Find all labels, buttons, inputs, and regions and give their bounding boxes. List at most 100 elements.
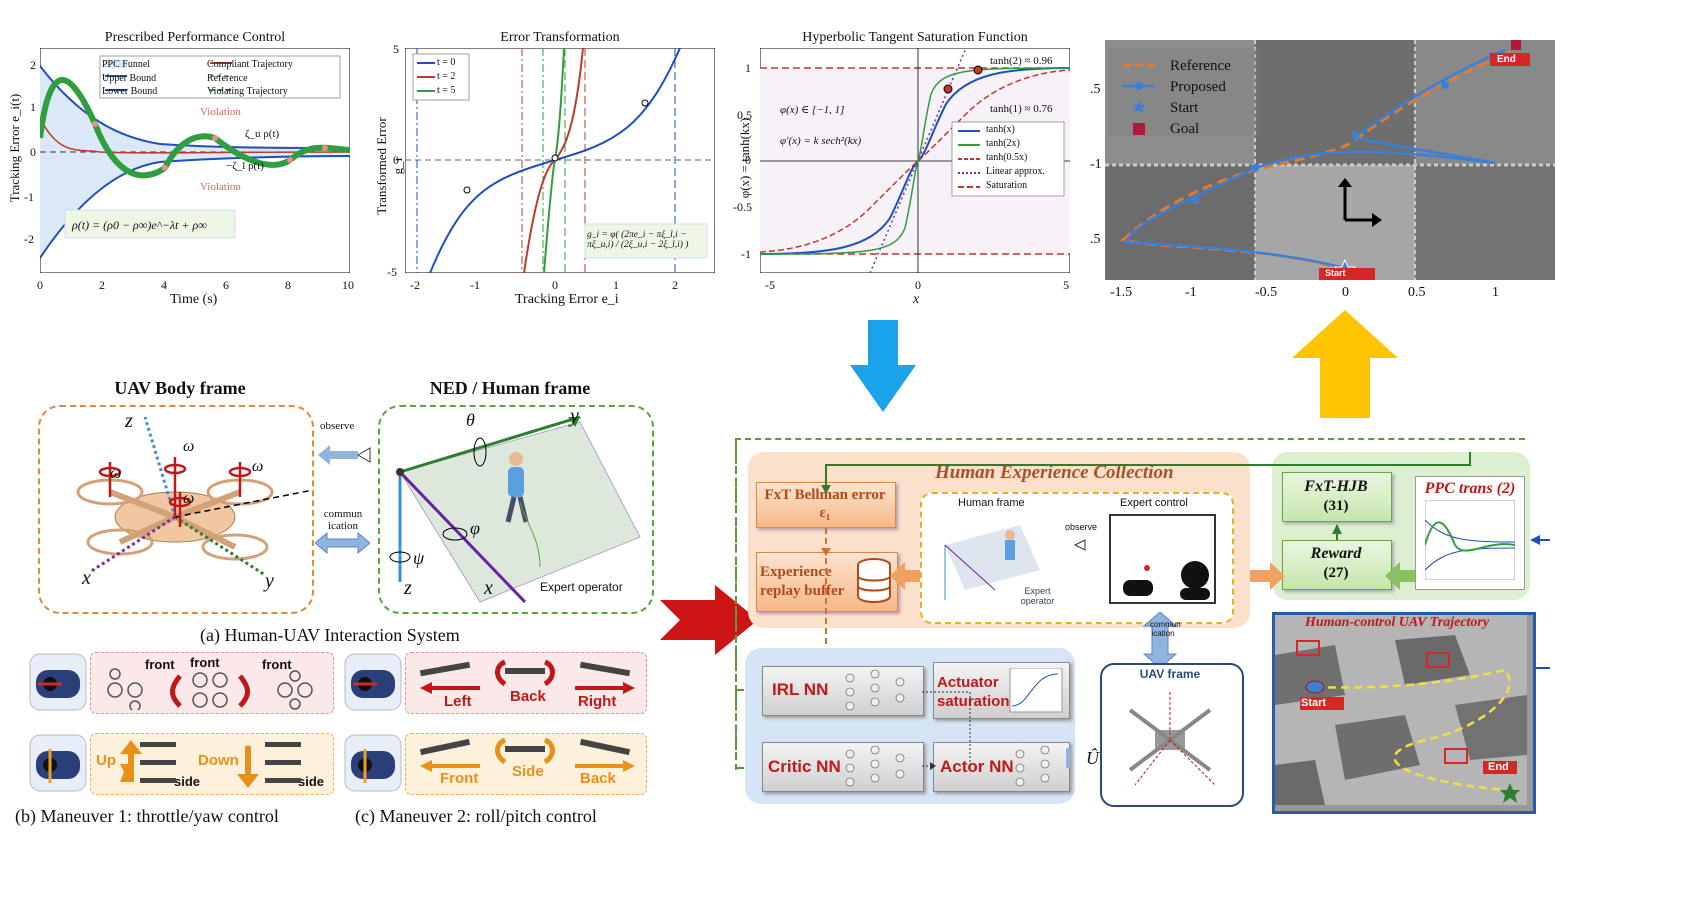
irl-nn-box[interactable] bbox=[762, 666, 924, 716]
et-xtick-4: 2 bbox=[672, 278, 678, 292]
ppc-trans-thumbnail bbox=[1425, 500, 1515, 580]
traj-xtick-5: 1 bbox=[1492, 285, 1499, 300]
reward-box[interactable] bbox=[1282, 540, 1392, 590]
ned-phi-label: φ bbox=[470, 518, 480, 538]
hui-communication-label: commun ication bbox=[323, 508, 363, 532]
traj-end-label: End bbox=[1497, 54, 1516, 65]
maneuver1-throttle-drones bbox=[120, 740, 301, 788]
maneuver2-roll-drones bbox=[419, 659, 635, 694]
traj-legend-proposed: Proposed bbox=[1170, 79, 1226, 95]
ppc-violation-point-4 bbox=[287, 157, 293, 163]
tanh-annot-2: tanh(2) ≈ 0.96 bbox=[990, 55, 1053, 67]
ppc-legend-upper: Upper Bound bbox=[102, 72, 157, 84]
ppc-xlabel: Time (s) bbox=[170, 292, 218, 307]
ppc-legend-lower: Lower Bound bbox=[102, 86, 158, 97]
tanh-text-range: φ(x) ∈ [−1, 1] bbox=[780, 104, 845, 116]
tanh-xtick-0: -5 bbox=[765, 278, 775, 292]
ppc-trans-label: PPC trans (2) bbox=[1424, 480, 1516, 497]
ppc-ylabel: Tracking Error e_i(t) bbox=[7, 93, 22, 203]
ppc-violation-point-2 bbox=[162, 165, 168, 171]
ned-xn-label: x bbox=[484, 577, 493, 599]
maneuver2-back: Back bbox=[510, 688, 546, 705]
maneuver2-back2: Back bbox=[580, 770, 616, 787]
ppc-violation-point-1 bbox=[92, 121, 98, 127]
uav-zb-label: z bbox=[125, 410, 133, 432]
gamepad-icon-2[interactable] bbox=[28, 733, 88, 793]
actuator-saturation-label: Actuator saturation bbox=[937, 674, 1010, 710]
uav-body-frame-box bbox=[38, 405, 314, 614]
maneuver2-pitch-drones bbox=[419, 737, 635, 772]
et-xtick-1: -1 bbox=[470, 278, 480, 292]
traj-ytick-1: -1 bbox=[1090, 157, 1102, 172]
traj-ytick-2: .5 bbox=[1090, 232, 1101, 247]
traj-ytick-0: .5 bbox=[1090, 82, 1101, 97]
tanh-ytick-3: -0.5 bbox=[733, 200, 752, 214]
tanh-curve-05x bbox=[760, 69, 1070, 253]
ppc-compliant-trajectory bbox=[40, 117, 350, 154]
human-frame-label: Human frame bbox=[958, 497, 1025, 509]
communication-double-arrow-icon bbox=[315, 532, 370, 554]
maneuver2-right: Right bbox=[578, 693, 617, 710]
ppc-legend-violating: Violating Trajectory bbox=[207, 86, 288, 97]
ppc-violation-point-3 bbox=[212, 135, 218, 141]
ppc-upper-bound bbox=[40, 65, 350, 149]
critic-nn-box[interactable] bbox=[762, 742, 924, 792]
maneuver2-side: Side bbox=[512, 763, 544, 780]
ppc-ytick-2: 0 bbox=[30, 145, 36, 159]
et-ytick-2: -5 bbox=[387, 265, 397, 279]
ppc-annot-violation-2: Violation bbox=[200, 181, 241, 193]
traj-start-label: Start bbox=[1325, 268, 1346, 278]
traj-xtick-3: 0 bbox=[1342, 285, 1349, 300]
ppc-xtick-2: 4 bbox=[161, 278, 167, 292]
fw-observe-label: observe bbox=[1065, 522, 1098, 532]
maneuver2-front: Front bbox=[440, 770, 479, 787]
et-xtick-2: 0 bbox=[552, 278, 558, 292]
maneuver1-front-a: front bbox=[145, 657, 175, 672]
maneuver1-front-c: front bbox=[262, 657, 292, 672]
ppc-plot-area bbox=[40, 48, 350, 273]
tanh-ytick-1: 0.5 bbox=[737, 108, 752, 122]
up-arrow-icon bbox=[1292, 310, 1398, 418]
reward-label: Reward bbox=[1310, 545, 1362, 562]
gamepad-icon[interactable] bbox=[28, 652, 88, 712]
et-xtick-0: -2 bbox=[410, 278, 420, 292]
maneuver2-left: Left bbox=[444, 693, 472, 710]
uav-w2-label: ω bbox=[252, 458, 264, 475]
traj-proposed bbox=[1122, 48, 1506, 270]
ppc-formula-box bbox=[64, 209, 236, 239]
fw-expert-operator-label: Expert operator bbox=[1020, 586, 1055, 606]
uav-yb-label: y bbox=[265, 570, 274, 592]
database-icon bbox=[857, 558, 891, 603]
traj-legend-reference: Reference bbox=[1170, 58, 1231, 74]
observe-eye-icon bbox=[318, 445, 371, 465]
ned-expert-operator-label: Expert operator bbox=[540, 580, 623, 594]
ned-frame-box bbox=[378, 405, 654, 614]
fw-communication-arrow-icon bbox=[1142, 612, 1178, 668]
maneuver1-up: Up bbox=[96, 752, 116, 769]
ppc-xtick-4: 8 bbox=[285, 278, 291, 292]
et-legend-t2: t = 2 bbox=[437, 71, 456, 82]
et-xtick-3: 1 bbox=[613, 278, 619, 292]
maneuver1-front-b: front bbox=[190, 655, 220, 670]
fxt-hjb-eq: (31) bbox=[1323, 498, 1349, 514]
ppc-legend-compliant: Compliant Trajectory bbox=[207, 59, 293, 70]
tanh-legend-0: tanh(x) bbox=[986, 124, 1015, 135]
gamepad-icon-3[interactable] bbox=[343, 652, 403, 712]
tanh-ytick-4: -1 bbox=[741, 247, 751, 261]
ned-frame-illustration bbox=[389, 415, 641, 604]
hui-observe-label: observe bbox=[320, 420, 355, 432]
ppc-ytick-1: 1 bbox=[30, 100, 36, 114]
ned-psi-label: ψ bbox=[413, 548, 425, 568]
fxt-hjb-box[interactable] bbox=[1282, 472, 1392, 522]
tanh-legend-1: tanh(2x) bbox=[986, 138, 1020, 149]
tanh-ytick-2: 0 bbox=[745, 153, 751, 167]
uav-body-drone-illustration bbox=[76, 416, 310, 577]
down-arrow-icon bbox=[850, 320, 916, 412]
uav-frame-drone-icon bbox=[1128, 690, 1216, 786]
ppc-annot-violation-1: Violation bbox=[200, 106, 241, 118]
traj-end-tag bbox=[1490, 53, 1530, 66]
gamepad-icon-4[interactable] bbox=[343, 733, 403, 793]
tanh-xtick-2: 5 bbox=[1063, 278, 1069, 292]
fw-communication-label: commun ication bbox=[1150, 620, 1181, 638]
tanh-curve-2x bbox=[760, 67, 1070, 255]
